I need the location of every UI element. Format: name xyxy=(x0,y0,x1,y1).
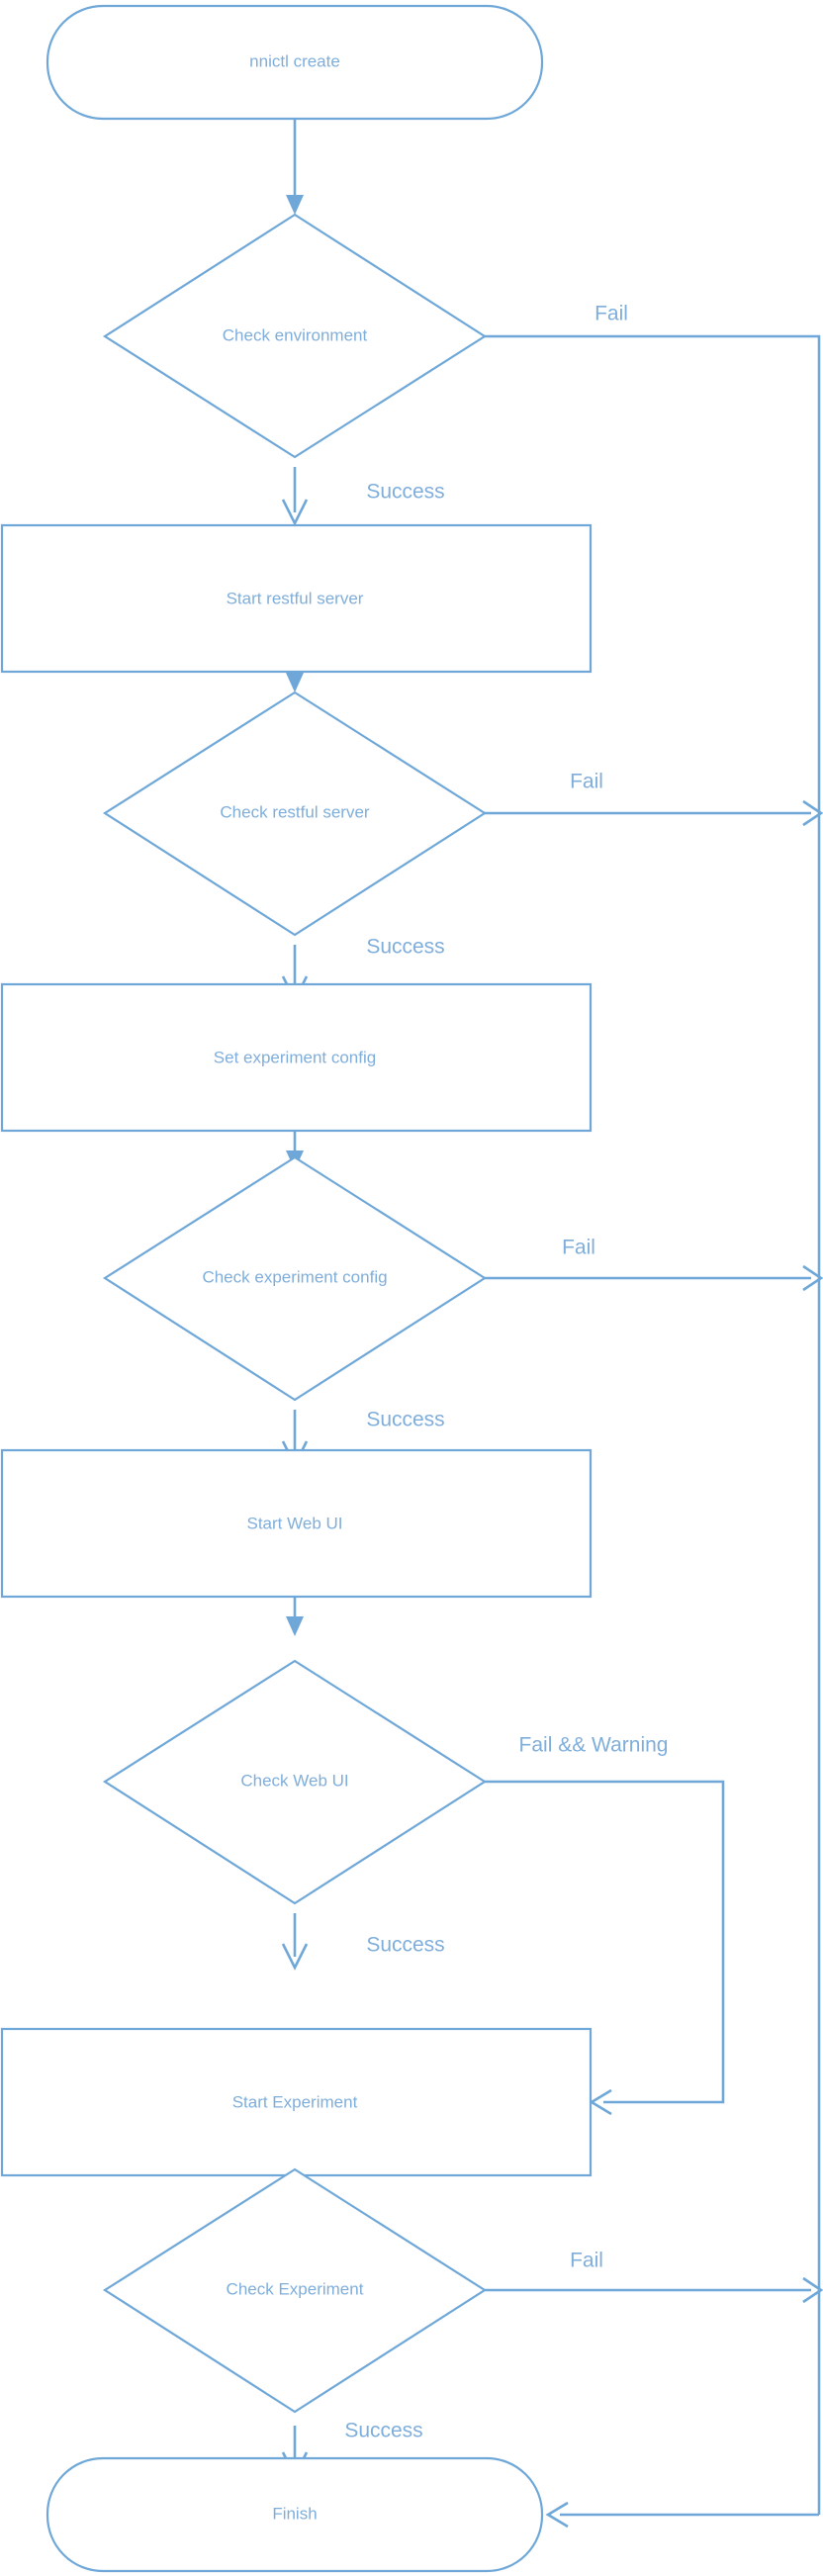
edge-label-success-2: Success xyxy=(366,936,444,959)
edge-label-success-4: Success xyxy=(366,1934,444,1957)
nodes-layer: nnictl create Check environment Start re… xyxy=(0,4,593,2573)
node-check-config-shape[interactable] xyxy=(102,1155,488,1402)
node-start-shape[interactable] xyxy=(46,4,544,121)
edge-label-fail-warning-4: Fail && Warning xyxy=(519,1734,669,1757)
edge-label-fail-1: Fail xyxy=(594,303,628,325)
edge-label-success-1: Success xyxy=(366,481,444,504)
node-start-restful-shape[interactable] xyxy=(0,523,593,674)
node-start-exp-label: Start Experiment xyxy=(232,2092,358,2111)
node-finish-label: Finish xyxy=(272,2504,317,2523)
edge-check-env-success xyxy=(281,467,309,526)
edge-labels-layer: Fail Success Fail Success Fail Success F… xyxy=(344,303,668,2442)
node-finish[interactable]: Finish xyxy=(46,2456,544,2573)
node-set-config-shape[interactable] xyxy=(0,982,593,1133)
node-start-webui[interactable]: Start Web UI xyxy=(0,1448,593,1599)
node-set-config-label: Set experiment config xyxy=(214,1048,376,1066)
edge-check-env-fail xyxy=(485,334,821,2515)
node-start[interactable]: nnictl create xyxy=(46,4,544,121)
node-check-restful-label: Check restful server xyxy=(220,802,369,821)
edge-check-restful-fail xyxy=(485,799,823,827)
node-start-label: nnictl create xyxy=(249,51,340,70)
edge-label-fail-2: Fail xyxy=(570,771,603,793)
edge-check-exp-fail xyxy=(485,2276,823,2304)
edge-label-success-5: Success xyxy=(344,2420,422,2442)
node-start-exp[interactable]: Start Experiment xyxy=(0,2027,593,2177)
node-check-env-shape[interactable] xyxy=(102,213,488,459)
node-start-restful-label: Start restful server xyxy=(227,589,364,607)
node-check-exp-label: Check Experiment xyxy=(227,2279,364,2298)
node-finish-shape[interactable] xyxy=(46,2456,544,2573)
node-check-exp[interactable]: Check Experiment xyxy=(102,2167,488,2414)
node-start-webui-shape[interactable] xyxy=(0,1448,593,1599)
node-check-exp-shape[interactable] xyxy=(102,2167,488,2414)
edge-rail-to-finish xyxy=(545,2501,819,2529)
edge-label-fail-5: Fail xyxy=(570,2250,603,2272)
node-check-config-label: Check experiment config xyxy=(202,1267,387,1286)
node-start-restful[interactable]: Start restful server xyxy=(0,523,593,674)
node-check-env-label: Check environment xyxy=(223,325,368,344)
node-start-exp-shape[interactable] xyxy=(0,2027,593,2177)
node-check-env[interactable]: Check environment xyxy=(102,213,488,459)
node-check-config[interactable]: Check experiment config xyxy=(102,1155,488,1402)
node-check-webui-shape[interactable] xyxy=(102,1659,488,1905)
node-check-restful[interactable]: Check restful server xyxy=(102,690,488,937)
edge-check-config-fail xyxy=(485,1264,823,1292)
node-set-config[interactable]: Set experiment config xyxy=(0,982,593,1133)
edge-label-fail-3: Fail xyxy=(562,1237,595,1259)
edge-label-success-3: Success xyxy=(366,1409,444,1431)
node-check-restful-shape[interactable] xyxy=(102,690,488,937)
node-start-webui-label: Start Web UI xyxy=(247,1514,343,1532)
node-check-webui-label: Check Web UI xyxy=(240,1771,348,1790)
edge-check-webui-success xyxy=(281,1913,309,1971)
node-check-webui[interactable]: Check Web UI xyxy=(102,1659,488,1905)
edge-start-webui-to-check-webui xyxy=(286,1597,304,1636)
edge-start-to-check-env xyxy=(286,119,304,215)
